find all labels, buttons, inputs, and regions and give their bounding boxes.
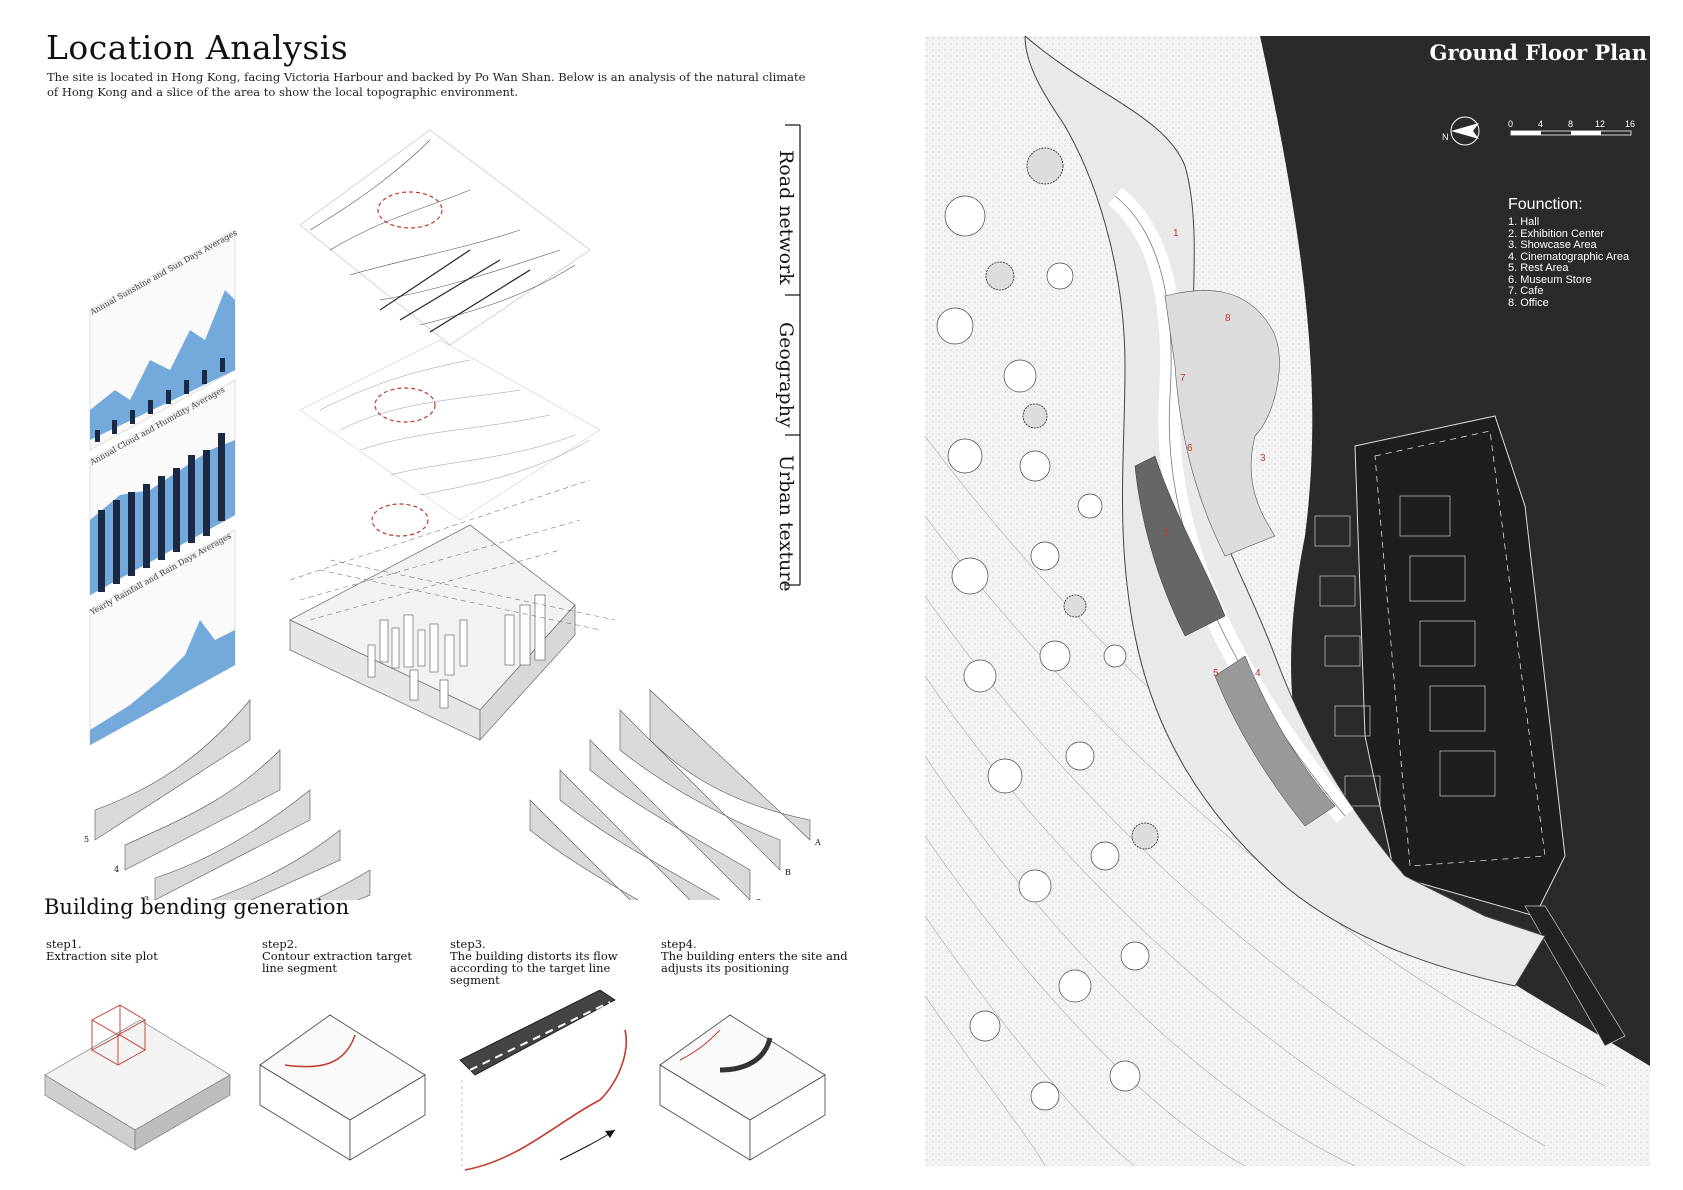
step-4-text: The building enters the site and adjusts… — [661, 949, 848, 975]
section-label-3: 3 — [144, 895, 149, 900]
step-4-number: step4. — [661, 937, 697, 951]
step-4-block — [659, 1014, 826, 1161]
room-number-3: 3 — [1260, 453, 1266, 464]
scale-bar: 0 4 8 12 16 — [1508, 119, 1635, 136]
function-item-showcase: 3. Showcase Area — [1508, 239, 1597, 251]
room-number-1: 1 — [1173, 228, 1179, 239]
step-2-number: step2. — [262, 937, 298, 951]
north-label: N — [1442, 132, 1449, 142]
geography-layer — [299, 339, 601, 521]
page-title: Location Analysis — [46, 28, 349, 67]
north-arrow: N — [1442, 116, 1480, 146]
location-analysis-diagram: Annual Sunshine and Sun Days Averages An… — [84, 124, 821, 900]
museum-building — [1024, 36, 1546, 987]
function-item-hall: 1. Hall — [1508, 216, 1540, 228]
room-numbers: 1 2 3 4 5 6 7 8 — [1163, 228, 1266, 679]
layer-label-road-network: Road network — [775, 150, 797, 285]
trees — [936, 195, 1150, 1111]
shrubs — [985, 147, 1159, 850]
room-number-8: 8 — [1225, 313, 1231, 324]
parking-pier — [1314, 415, 1626, 1047]
step-1-block — [44, 1004, 231, 1151]
layer-bracket — [785, 124, 801, 586]
room-number-6: 6 — [1187, 443, 1193, 454]
layer-label-geography: Geography — [775, 322, 797, 428]
scale-label-4: 4 — [1538, 119, 1543, 129]
section-label-c: C — [755, 898, 761, 900]
step-3-building — [459, 990, 627, 1171]
bending-steps-diagram — [44, 990, 826, 1171]
step-2-text: Contour extraction target line segment — [262, 949, 412, 975]
scale-label-8: 8 — [1568, 119, 1573, 129]
step-3-number: step3. — [450, 937, 486, 951]
plan-title: Ground Floor Plan — [1429, 40, 1647, 65]
room-number-4: 4 — [1255, 668, 1261, 679]
chart-cloud: Annual Cloud and Humidity Averages — [88, 379, 236, 596]
urban-texture-layer — [289, 503, 576, 742]
step-2-caption: step2. Contour extraction target line se… — [262, 938, 437, 974]
room-number-7: 7 — [1180, 373, 1186, 384]
function-item-rest: 5. Rest Area — [1508, 262, 1569, 274]
sections-right — [529, 689, 811, 900]
scale-label-16: 16 — [1625, 119, 1635, 129]
function-legend: Founction: 1. Hall 2. Exhibition Center … — [1508, 196, 1629, 309]
scale-label-12: 12 — [1595, 119, 1605, 129]
section-label-b: B — [785, 868, 791, 877]
function-item-office: 8. Office — [1508, 296, 1549, 309]
function-item-cinema: 4. Cinematographic Area — [1508, 250, 1630, 263]
function-item-exhibition: 2. Exhibition Center — [1508, 227, 1604, 240]
ground-floor-plan: 1 2 3 4 5 6 7 8 N 0 4 8 12 1 — [925, 36, 1650, 1166]
section-guides — [289, 479, 616, 631]
room-number-2: 2 — [1163, 528, 1169, 539]
step-3-text: The building distorts its flow according… — [450, 949, 618, 987]
step-3-caption: step3. The building distorts its flow ac… — [450, 938, 660, 986]
step-4-caption: step4. The building enters the site and … — [661, 938, 861, 974]
intro-text: The site is located in Hong Kong, facing… — [47, 70, 806, 99]
room-number-5: 5 — [1213, 668, 1219, 679]
step-1-caption: step1. Extraction site plot — [46, 938, 216, 962]
step-1-number: step1. — [46, 937, 82, 951]
function-legend-heading: Founction: — [1508, 196, 1583, 213]
section-label-5: 5 — [84, 835, 89, 844]
step-2-block — [259, 1014, 426, 1161]
function-item-store: 6. Museum Store — [1508, 273, 1592, 286]
step-1-text: Extraction site plot — [46, 949, 158, 963]
climate-charts: Annual Sunshine and Sun Days Averages An… — [88, 228, 239, 746]
road-network-layer — [299, 129, 591, 346]
section-label-a: A — [814, 838, 821, 847]
section-label-4: 4 — [114, 865, 119, 874]
function-item-cafe: 7. Cafe — [1508, 285, 1544, 297]
bending-section-title: Building bending generation — [44, 895, 350, 919]
sections-left — [94, 699, 371, 900]
scale-label-0: 0 — [1508, 119, 1513, 129]
layer-label-urban-texture: Urban texture — [775, 455, 797, 592]
